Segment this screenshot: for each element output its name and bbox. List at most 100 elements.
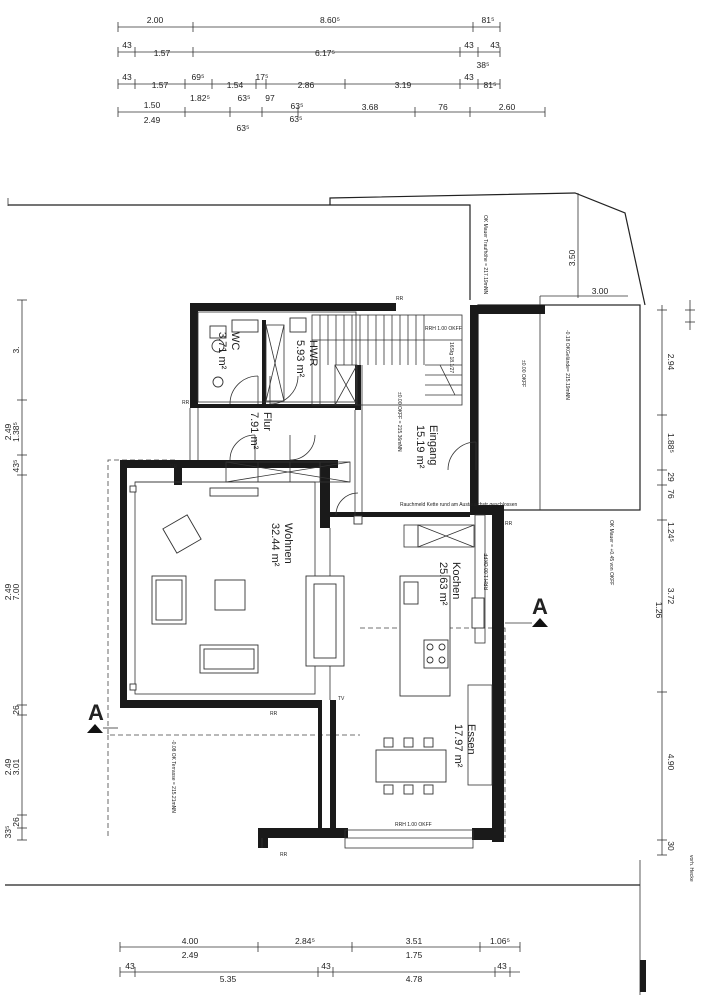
dim-left-8: 3.01 [11,758,21,775]
doors [229,375,477,516]
room-hwr-name: HWR [307,340,319,366]
window-label-2: RRH 1.00 OKFF [425,326,462,332]
section-right-triangle-icon [532,618,548,627]
section-left-label: A [88,700,104,725]
dim-left-2: 1.38⁵ [11,422,21,442]
dim-bottom-3: 3.51 [406,936,423,946]
window-label: RRH 1.00 OKFF [395,822,432,828]
dim-bottom-8: 5.35 [220,974,237,984]
rr-label-6: RR [280,852,288,858]
dim-bottom-5: 2.49 [182,950,199,960]
stair [311,314,463,406]
boundary-post [640,960,646,992]
dim-right-3: 29 [666,472,676,482]
dim-top-4: 43 [122,40,132,50]
dim-top-2: 8.60⁵ [320,15,340,25]
room-eingang: Eingang 15.19 m² [414,425,439,469]
dim-bottom-6: 1.75 [406,950,423,960]
walls [120,303,545,848]
dim-top-21: 97 [265,93,275,103]
dim-right-5: 1.24⁵ [666,522,676,542]
dim-right-9: 30 [666,841,676,851]
bottom-dimension-chains: 4.00 2.84⁵ 3.51 1.06⁵ 2.49 1.75 43 5.35 … [119,936,521,984]
section-left-triangle-icon [87,724,103,733]
section-marker-right: A [505,594,548,627]
dim-left-7: 26 [11,705,21,715]
room-hwr-area: 5.93 m² [294,340,306,378]
dim-left-4: 43⁵ [11,460,21,473]
note-ok-terrasse: -0.08 OK Terrasse = 215.21mNN [170,740,176,813]
dim-top-20: 63⁵ [238,93,251,103]
room-essen-name: Essen [465,724,477,755]
dim-bottom-7: 43 [125,961,135,971]
note-ok-mauer-right: OK Mauer = +0.45 von OKFF [608,520,614,585]
dim-top-5: 1.57 [154,48,171,58]
room-wohnen-name: Wohnen [282,523,294,564]
room-wohnen: Wohnen 32.44 m² [269,523,294,567]
room-kochen: Kochen 25.63 m² [437,562,462,606]
room-eingang-area: 15.19 m² [414,425,426,469]
dim-top-12: 69⁵ [192,72,205,82]
dim-top-1: 2.00 [147,15,164,25]
dim-left-1: 3. [11,346,21,353]
dim-top-25: 76 [438,102,448,112]
dim-left-11: 33⁵ [3,826,13,839]
dim-top-15: 2.86 [298,80,315,90]
stair-note: 16Stg 18.1/27 [448,342,454,373]
room-wc-area: 3.71 m² [216,332,228,370]
furniture [129,317,485,795]
dim-top-11: 1.57 [152,80,169,90]
room-essen-area: 17.97 m² [452,724,464,768]
dim-misc-1: 3.50 [567,249,577,266]
dim-right-8: 4.90 [666,754,676,771]
room-wc: WC 3.71 m² [216,332,241,370]
dim-top-18: 81⁵ [484,80,497,90]
dim-right-6: 3.72 [666,588,676,605]
dim-top-7: 43 [464,40,474,50]
dim-bottom-11: 43 [497,961,507,971]
dim-left-5: 7.00 [11,583,21,600]
room-wohnen-area: 32.44 m² [269,523,281,567]
room-flur-area: 7.91 m² [248,412,260,450]
room-kochen-area: 25.63 m² [437,562,449,606]
room-kochen-name: Kochen [450,562,462,599]
dim-top-24: 3.68 [362,102,379,112]
rr-label-4: RR [182,400,190,406]
room-eingang-name: Eingang [427,425,439,465]
dim-bottom-4: 1.06⁵ [490,936,510,946]
eingang-okff-note: ±0.00 OKFF = 215.36mNN [396,392,402,452]
kitchen-note: RRH 1.00 OKFF [484,553,490,590]
dim-top-9: 38⁵ [477,60,490,70]
hedge-note: vorh. Hecke [688,855,694,882]
left-dimension-chain: 3. 1.38⁵ 2.49 43⁵ 7.00 2.49 26 3.01 2.49… [3,299,27,841]
dim-top-23: 1.50 [144,100,161,110]
dim-bottom-2: 2.84⁵ [295,936,315,946]
section-marker-left: A [87,700,118,733]
dim-top-28: 63⁵ [290,114,303,124]
room-hwr: HWR 5.93 m² [294,340,319,378]
dim-top-14: 17⁵ [256,72,269,82]
closets [225,324,475,548]
note-ok-gelaende: -0.18 OKGelände= 215.19mNN [564,330,570,400]
rr-label-2: RR [396,296,404,302]
rauchmelder-note: Rauchmeld Kette rund am Austauschstr ges… [400,502,518,508]
rr-label-1: RR [170,464,178,470]
dim-top-22: 63⁵ [291,101,304,111]
dim-top-29: 63⁵ [237,123,250,133]
dim-right-7: 1.26 [654,602,664,619]
tv-label: TV [338,696,345,702]
right-dimension-chain: 2.94 1.88⁵ 29 76 1.24⁵ 3.72 1.26 4.90 30… [654,300,695,882]
dim-top-6: 6.17⁵ [315,48,335,58]
section-right-label: A [532,594,548,619]
room-labels: WC 3.71 m² HWR 5.93 m² Flur 7.91 m² Eing… [216,332,477,768]
dim-bottom-1: 4.00 [182,936,199,946]
rr-label-5: RR [270,711,278,717]
plot-boundary: 3.50 3.00 OK Mauer Traufhöhe = 217.19mNN [5,192,646,995]
dim-right-1: 2.94 [666,354,676,371]
dim-bottom-9: 43 [321,961,331,971]
dim-top-13: 1.54 [227,80,244,90]
room-wc-name: WC [229,332,241,350]
dim-top-16: 3.19 [395,80,412,90]
small-labels: RR RR RR RR RR RR TV RRH 1.00 OKFF RRH 1… [170,296,518,858]
